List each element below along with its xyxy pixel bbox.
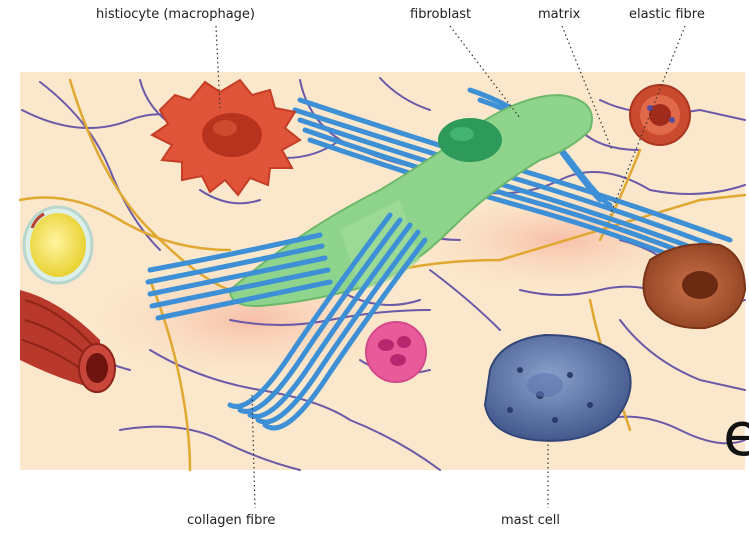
label-matrix: matrix	[538, 7, 580, 22]
label-collagen-fibre: collagen fibre	[187, 513, 275, 528]
fat-cell	[24, 207, 92, 283]
label-mast-cell: mast cell	[501, 513, 560, 528]
mast-cell	[485, 335, 631, 441]
fibroblast-nucleus	[438, 118, 502, 162]
macrophage-nucleus	[202, 113, 262, 157]
label-elastic-fibre: elastic fibre	[629, 7, 705, 22]
leukocyte-cell	[366, 322, 426, 382]
red-cell	[630, 85, 690, 145]
edge-letter: e	[723, 405, 749, 465]
label-fibroblast: fibroblast	[410, 7, 471, 22]
pigment-cell	[643, 244, 745, 328]
label-histiocyte: histiocyte (macrophage)	[96, 7, 255, 22]
